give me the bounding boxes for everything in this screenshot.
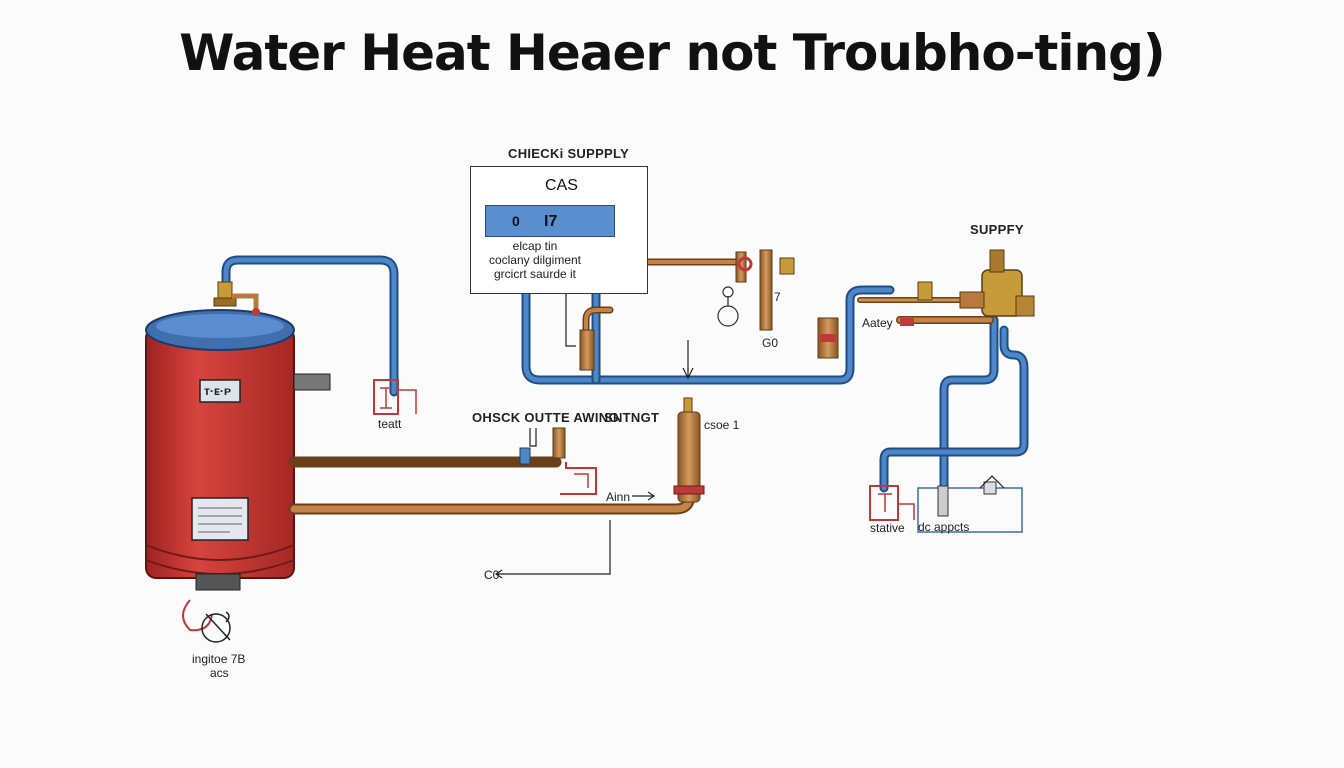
check-outlet-label: OHSCK OUTTE AWING xyxy=(472,410,619,425)
panel-display: 0 I7 xyxy=(485,205,615,237)
ainn-label: Ainn xyxy=(606,490,631,504)
tank-rating-plate xyxy=(191,497,249,541)
seven-label: 7 xyxy=(774,290,781,304)
stative-label: stative xyxy=(870,521,905,535)
igniter-label-line-2: acs xyxy=(210,666,229,680)
dc-appcts-label: dc appcts xyxy=(918,520,970,534)
diagram-title: Water Heat Heaer not Troubho-ting) xyxy=(179,24,1166,82)
tank-plate-text: ᴛ·ᴇ·ᴘ xyxy=(204,384,232,398)
aatey-label: Aatey xyxy=(862,316,893,330)
control-outlines xyxy=(373,379,1023,533)
panel-text-line-1: elcap tin xyxy=(512,239,558,253)
igniter-label-line-1: ingitoe 7B xyxy=(192,652,246,666)
teatt-label: teatt xyxy=(378,417,402,431)
water-heater-tank xyxy=(145,281,331,591)
display-left-digit: 0 xyxy=(512,213,520,229)
panel-text-line-3: grcicrt saurde it xyxy=(493,267,577,281)
igniter-symbol xyxy=(182,599,231,643)
stnet-label: SNTNGT xyxy=(604,410,660,425)
control-panel: CAS 0 I7 elcap tin coclany dilgiment grc… xyxy=(470,166,648,294)
co-label: C0 xyxy=(484,568,500,582)
supply-label: SUPPFY xyxy=(970,222,1024,237)
valves xyxy=(519,249,1035,503)
panel-text-line-2: coclany dilgiment xyxy=(488,253,582,267)
check-supply-label: CHIECKi SUPPPLY xyxy=(508,146,630,161)
tank-label-plate xyxy=(199,379,241,403)
csoe-label: csoe 1 xyxy=(704,418,740,432)
display-reading: I7 xyxy=(544,213,558,230)
cold-water-pipes xyxy=(221,255,1029,493)
go-label: G0 xyxy=(762,336,779,350)
panel-brand: CAS xyxy=(545,177,578,194)
